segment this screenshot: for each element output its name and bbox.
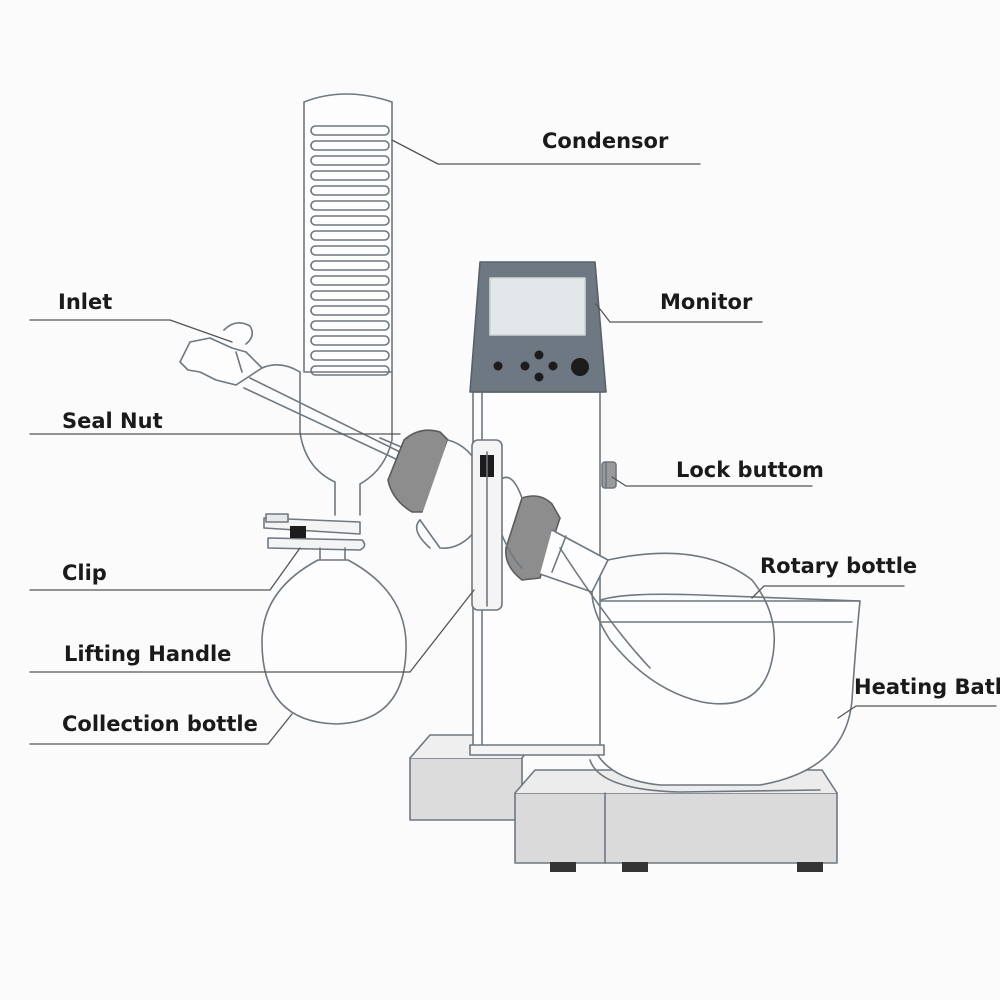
label-inlet: Inlet <box>58 290 113 314</box>
label-rotary-bottle: Rotary bottle <box>760 554 918 578</box>
label-lifting-handle: Lifting Handle <box>64 642 232 666</box>
label-clip: Clip <box>62 561 107 585</box>
lifting-handle <box>471 439 503 611</box>
rotary-bottle <box>539 529 776 705</box>
lock-button <box>601 461 617 489</box>
label-collection-bottle: Collection bottle <box>62 712 258 736</box>
label-monitor: Monitor <box>660 290 753 314</box>
monitor-unit <box>469 261 607 393</box>
label-lock-buttom: Lock buttom <box>676 458 824 482</box>
label-heating-bath: Heating Bath <box>854 675 1000 699</box>
collection-bottle <box>261 559 407 725</box>
condenser-coils <box>310 125 390 376</box>
heating-bath <box>587 593 861 793</box>
leader-lines <box>29 139 997 745</box>
label-seal-nut: Seal Nut <box>62 409 163 433</box>
inlet-valve <box>179 322 401 461</box>
clip <box>263 513 366 561</box>
condenser <box>299 93 421 516</box>
seal-joint <box>387 429 561 581</box>
label-condensor: Condensor <box>542 129 669 153</box>
